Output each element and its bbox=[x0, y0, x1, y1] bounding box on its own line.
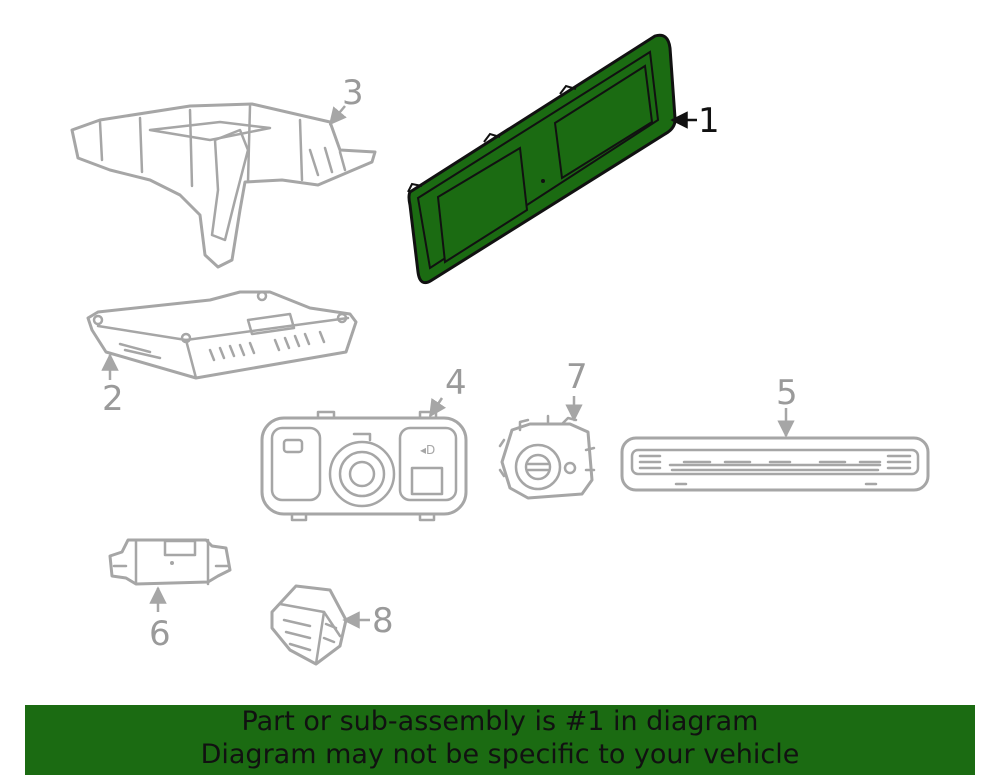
part-7-rotary-switch[interactable] bbox=[498, 414, 596, 500]
part-6-small-module[interactable] bbox=[108, 538, 232, 586]
callout-2: 2 bbox=[102, 379, 124, 419]
part-1-display-panel[interactable] bbox=[407, 33, 677, 285]
callout-4: 4 bbox=[445, 363, 467, 403]
callout-8: 8 bbox=[372, 601, 394, 641]
part-4-switch-panel[interactable]: ◂D bbox=[260, 410, 468, 522]
info-banner: Part or sub-assembly is #1 in diagram Di… bbox=[25, 705, 975, 775]
callout-1: 1 bbox=[698, 101, 720, 141]
callout-7: 7 bbox=[566, 357, 588, 397]
part-2-control-module[interactable] bbox=[86, 290, 358, 380]
svg-text:◂D: ◂D bbox=[420, 443, 435, 457]
part-5-vent-bezel[interactable] bbox=[620, 436, 930, 492]
callout-6: 6 bbox=[149, 614, 171, 654]
banner-line-2: Diagram may not be specific to your vehi… bbox=[200, 739, 800, 770]
banner-line-1: Part or sub-assembly is #1 in diagram bbox=[241, 706, 759, 737]
leader-3 bbox=[328, 105, 347, 126]
leader-4 bbox=[428, 397, 447, 418]
callout-3: 3 bbox=[342, 73, 364, 113]
callout-5: 5 bbox=[776, 373, 798, 413]
part-3-bracket[interactable] bbox=[70, 102, 377, 269]
part-8-connector[interactable] bbox=[270, 584, 348, 666]
